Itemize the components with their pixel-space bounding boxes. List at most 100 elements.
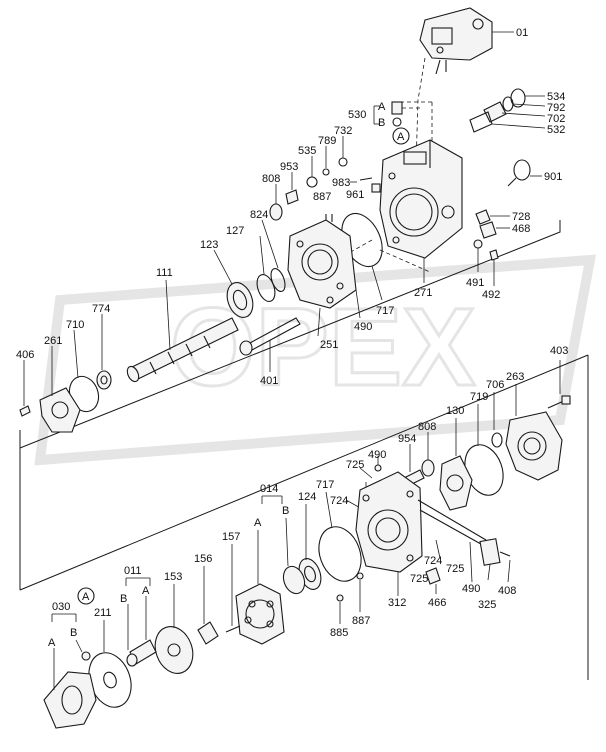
- part-014-cylinder: [235, 517, 306, 645]
- label-732: 732: [334, 125, 352, 137]
- label-030-a: A: [48, 637, 56, 649]
- label-251: 251: [320, 339, 338, 351]
- label-953: 953: [280, 161, 298, 173]
- label-725-lower-right: 725: [446, 563, 464, 575]
- label-408: 408: [498, 585, 516, 597]
- label-127: 127: [226, 225, 244, 237]
- label-211: 211: [94, 607, 112, 619]
- label-983: 983: [332, 177, 350, 189]
- label-719: 719: [470, 391, 488, 403]
- part-312-block: [355, 471, 423, 596]
- label-403: 403: [550, 345, 568, 357]
- label-530-a: A: [378, 101, 386, 113]
- part-251-plate: [287, 219, 361, 337]
- part-263-cover: [505, 384, 563, 481]
- part-401-bolt: [239, 317, 301, 372]
- label-271: 271: [414, 287, 432, 299]
- label-153: 153: [164, 571, 182, 583]
- label-808-upper: 808: [262, 173, 280, 185]
- label-014-a: A: [254, 517, 262, 529]
- part-030-swashplate: [43, 613, 97, 729]
- frame-lines: [19, 220, 589, 680]
- label-490-lower: 490: [462, 583, 480, 595]
- label-124: 124: [298, 491, 316, 503]
- label-725-upper: 725: [346, 459, 364, 471]
- callout-circle-a-lower: A: [77, 587, 95, 605]
- label-011: 011: [124, 565, 142, 577]
- label-030: 030: [52, 601, 70, 613]
- label-954: 954: [398, 433, 416, 445]
- part-153-plate: [154, 584, 194, 674]
- label-111: 111: [156, 267, 173, 279]
- label-808-lower: 808: [418, 421, 436, 433]
- parts-717-887-885: [318, 491, 364, 624]
- part-728-468: [475, 209, 510, 239]
- part-01-regulator: [419, 7, 514, 75]
- label-792: 792: [547, 102, 565, 114]
- label-717-lower: 717: [316, 479, 334, 491]
- label-406: 406: [16, 349, 34, 361]
- label-532: 532: [547, 124, 565, 136]
- part-403-bolt: [547, 360, 571, 409]
- label-123: 123: [200, 239, 218, 251]
- part-491-492: [473, 239, 499, 286]
- parts-right-small: [417, 499, 511, 594]
- label-466: 466: [428, 597, 446, 609]
- label-824: 824: [250, 209, 268, 221]
- small-seals-upper: [269, 136, 348, 221]
- part-127-824: [256, 219, 286, 302]
- label-014-b: B: [282, 505, 289, 517]
- part-labels: 01 534 792 702 532 530 A B 732 789 535 9…: [16, 27, 568, 649]
- parts-157-156: [197, 544, 241, 645]
- label-530-b: B: [378, 117, 385, 129]
- label-01: 01: [516, 27, 528, 39]
- label-030-b: B: [70, 627, 77, 639]
- parts-front-cover: [19, 314, 112, 433]
- label-490-upper: 490: [354, 321, 372, 333]
- callout-circle-a-upper: A: [392, 127, 410, 145]
- label-157: 157: [222, 531, 240, 543]
- label-706: 706: [486, 379, 504, 391]
- label-885: 885: [330, 627, 348, 639]
- label-725-lower-left: 725: [410, 573, 428, 585]
- label-961: 961: [346, 189, 364, 201]
- label-887-lower: 887: [352, 615, 370, 627]
- label-263: 263: [506, 371, 524, 383]
- label-789: 789: [318, 135, 336, 147]
- label-325: 325: [478, 599, 496, 611]
- part-271-casing: [339, 139, 463, 283]
- label-774: 774: [92, 303, 110, 315]
- label-702: 702: [547, 113, 565, 125]
- label-887-upper: 887: [313, 191, 331, 203]
- label-011-a: A: [142, 585, 150, 597]
- label-530: 530: [348, 109, 366, 121]
- label-401: 401: [260, 375, 278, 387]
- label-728: 728: [512, 211, 530, 223]
- label-491: 491: [466, 277, 484, 289]
- label-156: 156: [194, 553, 212, 565]
- label-724-upper: 724: [330, 495, 348, 507]
- part-123-bearing: [213, 249, 254, 318]
- callout-circle-a-lower-text: A: [82, 591, 90, 603]
- label-312: 312: [388, 597, 406, 609]
- label-492: 492: [482, 289, 500, 301]
- label-724-lower: 724: [424, 555, 442, 567]
- label-534: 534: [547, 91, 565, 103]
- label-011-b: B: [120, 593, 127, 605]
- label-014: 014: [260, 483, 278, 495]
- part-111-shaft: [126, 279, 239, 383]
- part-011-piston: [125, 577, 157, 667]
- label-261: 261: [44, 335, 62, 347]
- label-130: 130: [446, 405, 464, 417]
- part-plug-set: [469, 88, 546, 133]
- label-468: 468: [512, 223, 530, 235]
- label-710: 710: [66, 319, 84, 331]
- label-901: 901: [544, 171, 562, 183]
- part-901-eyebolt: [507, 159, 542, 187]
- label-490-mid: 490: [368, 449, 386, 461]
- callout-circle-a-upper-text: A: [397, 131, 405, 143]
- label-535: 535: [298, 145, 316, 157]
- part-530-fittings: [373, 101, 420, 127]
- label-717-upper: 717: [376, 305, 394, 317]
